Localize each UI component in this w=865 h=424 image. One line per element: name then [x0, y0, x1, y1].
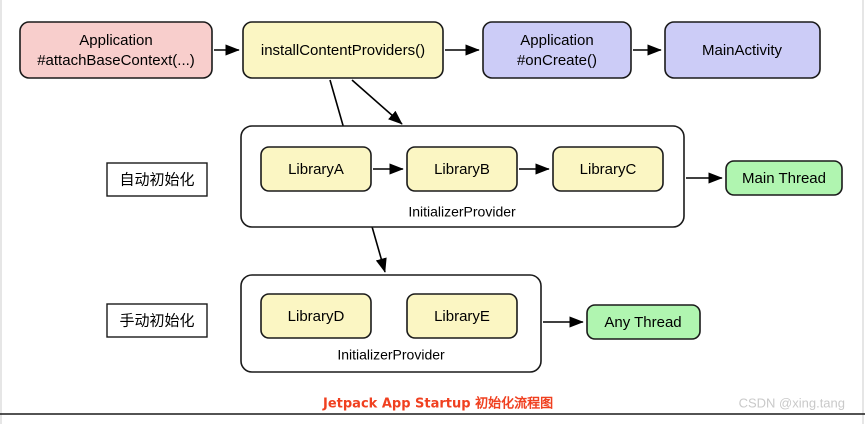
node-label-line2: #onCreate()	[517, 52, 597, 69]
group-auto-provider-label: InitializerProvider	[408, 204, 516, 220]
node-label-line1: MainActivity	[702, 42, 783, 59]
group-manual-provider-label: InitializerProvider	[337, 347, 445, 363]
node-main-thread[interactable]: Main Thread	[725, 160, 843, 196]
node-label: Any Thread	[604, 314, 681, 331]
node-library-e[interactable]: LibraryE	[406, 293, 518, 339]
node-install-content-providers[interactable]: installContentProviders()	[242, 21, 444, 79]
node-label: LibraryB	[434, 161, 490, 178]
node-label-line2: #attachBaseContext(...)	[37, 52, 195, 69]
label-auto-init-text: 自动初始化	[119, 171, 194, 189]
node-library-d[interactable]: LibraryD	[260, 293, 372, 339]
node-label-line1: Application	[520, 32, 593, 49]
node-label-line1: Application	[79, 32, 152, 49]
label-manual-init-text: 手动初始化	[119, 312, 194, 330]
diagram-caption: Jetpack App Startup 初始化流程图	[322, 396, 553, 412]
label-manual-init: 手动初始化	[106, 303, 208, 338]
node-application-on-create[interactable]: Application #onCreate()	[482, 21, 632, 79]
edge-install-to-auto-provider	[351, 79, 403, 125]
label-auto-init: 自动初始化	[106, 162, 208, 197]
node-label: LibraryC	[580, 161, 637, 178]
node-main-activity[interactable]: MainActivity	[664, 21, 821, 79]
node-label: LibraryE	[434, 308, 490, 325]
watermark: CSDN @xing.tang	[739, 395, 845, 410]
node-label-line1: installContentProviders()	[261, 42, 425, 59]
node-library-a[interactable]: LibraryA	[260, 146, 372, 192]
node-label: LibraryA	[288, 161, 344, 178]
node-library-b[interactable]: LibraryB	[406, 146, 518, 192]
node-library-c[interactable]: LibraryC	[552, 146, 664, 192]
node-label: Main Thread	[742, 170, 826, 187]
node-label: LibraryD	[288, 308, 345, 325]
node-application-attach-base-context[interactable]: Application #attachBaseContext(...)	[19, 21, 213, 79]
node-any-thread[interactable]: Any Thread	[586, 304, 701, 340]
